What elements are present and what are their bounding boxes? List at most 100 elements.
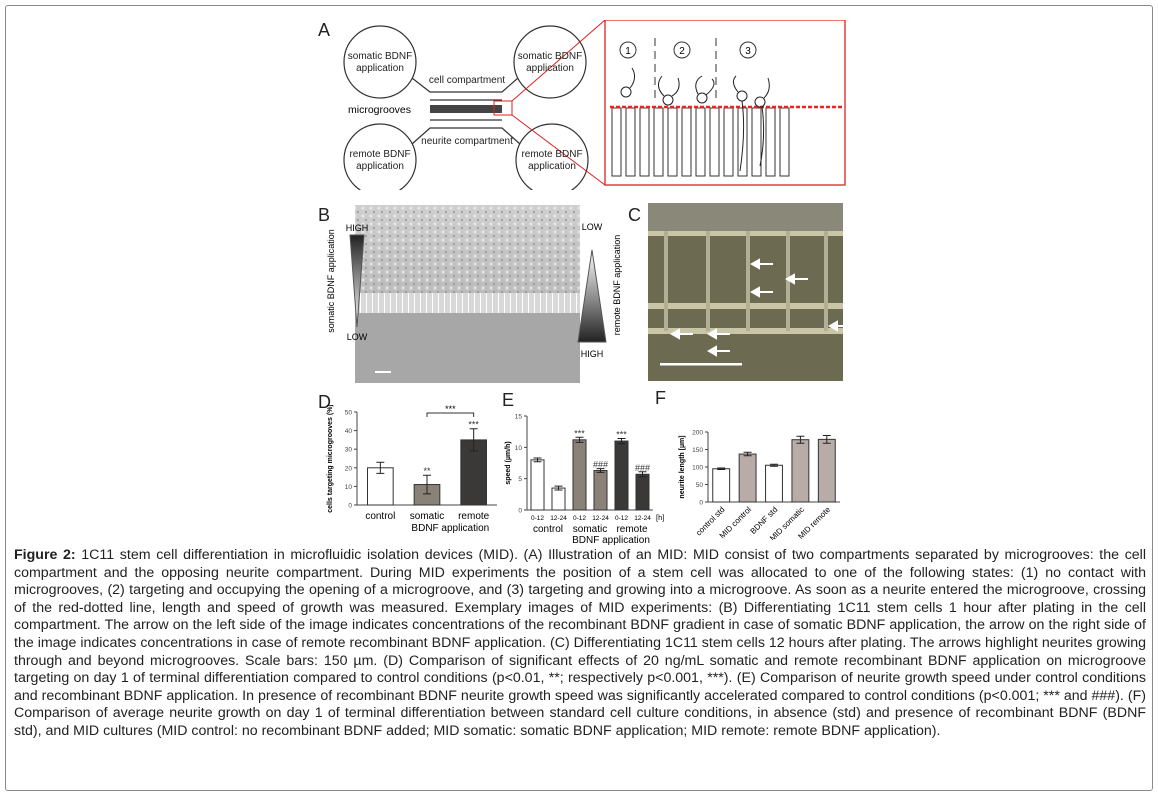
error-bar bbox=[469, 428, 478, 452]
error-bar bbox=[423, 474, 431, 495]
bar bbox=[738, 453, 757, 503]
significance-label: ### bbox=[593, 460, 608, 470]
svg-text:application: application bbox=[528, 161, 576, 172]
group-label: remote bbox=[616, 524, 648, 535]
y-tick-label: 150 bbox=[692, 447, 703, 454]
error-bar bbox=[554, 485, 563, 491]
y-tick-label: 30 bbox=[345, 447, 353, 454]
svg-text:HIGH: HIGH bbox=[346, 223, 369, 233]
y-axis-label: neurite length [µm] bbox=[679, 435, 686, 498]
y-tick-label: 0 bbox=[699, 500, 703, 507]
y-tick-label: 20 bbox=[345, 465, 353, 472]
svg-text:somatic BDNF application: somatic BDNF application bbox=[326, 229, 336, 333]
svg-text:remote BDNF: remote BDNF bbox=[349, 149, 410, 160]
significance-label: *** bbox=[616, 430, 627, 440]
x-tick-label: 12-24 bbox=[592, 515, 609, 522]
panel-b-image: HIGH LOW LOW HIGH somatic BDNF applicati… bbox=[326, 205, 622, 383]
svg-text:HIGH: HIGH bbox=[581, 349, 604, 359]
x-tick-label: somatic bbox=[410, 511, 444, 522]
svg-text:remote BDNF application: remote BDNF application bbox=[612, 235, 622, 336]
error-bar bbox=[743, 451, 752, 457]
bracket-label: *** bbox=[445, 405, 456, 414]
y-tick-label: 200 bbox=[692, 430, 703, 437]
bar bbox=[712, 468, 731, 503]
state-3: 3 bbox=[745, 46, 751, 57]
panel-label-b: B bbox=[318, 205, 331, 225]
bar bbox=[765, 464, 783, 503]
scale-bar bbox=[660, 363, 742, 366]
error-bar bbox=[575, 436, 584, 443]
y-tick-label: 15 bbox=[515, 414, 523, 421]
x-tick-label: control bbox=[365, 511, 395, 522]
cell-compartment-label: cell compartment bbox=[429, 75, 505, 86]
x-tick-label: remote bbox=[458, 511, 490, 522]
group-label: BDNF application bbox=[572, 535, 650, 545]
figure-caption: Figure 2: 1C11 stem cell differentiation… bbox=[14, 547, 1146, 741]
bar bbox=[791, 439, 810, 503]
bar bbox=[635, 473, 650, 511]
panel-label-f: F bbox=[655, 388, 666, 408]
significance-label: *** bbox=[574, 428, 585, 438]
y-tick-label: 5 bbox=[518, 476, 522, 483]
bar bbox=[530, 459, 545, 511]
svg-text:LOW: LOW bbox=[582, 222, 603, 232]
neurite-compartment-label: neurite compartment bbox=[421, 136, 513, 147]
svg-text:remote BDNF: remote BDNF bbox=[521, 149, 582, 160]
y-tick-label: 10 bbox=[515, 445, 523, 452]
y-axis-label: cells targeting microgrooves (%) bbox=[327, 405, 334, 513]
svg-text:LOW: LOW bbox=[347, 332, 368, 342]
reservoir-circle bbox=[343, 123, 417, 190]
x-tick-label: 12-24 bbox=[634, 515, 651, 522]
error-bar bbox=[822, 435, 831, 444]
bar bbox=[817, 438, 836, 503]
unit-label: [h] bbox=[656, 513, 664, 522]
significance-label: *** bbox=[468, 420, 479, 430]
panel-label-d: D bbox=[318, 392, 331, 412]
error-bar bbox=[717, 467, 726, 470]
error-bar bbox=[796, 435, 805, 444]
svg-text:application: application bbox=[356, 161, 404, 172]
svg-text:somatic BDNF: somatic BDNF bbox=[518, 51, 582, 62]
zoom-box bbox=[493, 100, 513, 116]
reservoir-circle bbox=[513, 25, 587, 99]
y-tick-label: 0 bbox=[518, 508, 522, 515]
reservoir-circle bbox=[515, 123, 589, 190]
y-tick-label: 40 bbox=[345, 428, 353, 435]
bar bbox=[572, 439, 587, 511]
bar bbox=[367, 467, 394, 506]
y-axis-label: speed (µm/h) bbox=[505, 441, 512, 484]
bar bbox=[614, 440, 629, 511]
svg-text:application: application bbox=[526, 63, 574, 74]
panel-label-e: E bbox=[502, 390, 515, 410]
figure-frame bbox=[5, 5, 1153, 791]
group-label: somatic bbox=[573, 524, 607, 535]
group-label: control bbox=[533, 524, 563, 535]
svg-text:somatic BDNF: somatic BDNF bbox=[348, 51, 412, 62]
x-tick-label: 0-12 bbox=[573, 515, 586, 522]
y-tick-label: 50 bbox=[345, 410, 353, 417]
panel-label-a: A bbox=[318, 20, 331, 40]
y-tick-label: 10 bbox=[345, 484, 353, 491]
panel-c-image bbox=[648, 203, 843, 381]
microgrooves-label: microgrooves bbox=[348, 104, 411, 116]
microgroove-array bbox=[430, 105, 502, 113]
error-bar bbox=[617, 438, 626, 445]
significance-label: ### bbox=[635, 463, 650, 473]
error-bar bbox=[533, 457, 542, 463]
x-tick-label: 0-12 bbox=[531, 515, 544, 522]
group-label: BDNF application bbox=[411, 523, 489, 534]
significance-label: ** bbox=[423, 466, 431, 476]
panel-label-c: C bbox=[628, 205, 641, 225]
error-bar bbox=[638, 471, 647, 478]
error-bar bbox=[596, 468, 605, 473]
y-tick-label: 0 bbox=[348, 503, 352, 510]
x-tick-label: 0-12 bbox=[615, 515, 628, 522]
chart-d: 0 10 20 30 40 50 cells targeting microgrooves … bbox=[327, 405, 497, 534]
y-tick-label: 100 bbox=[692, 465, 703, 472]
error-bar bbox=[376, 461, 385, 474]
bar bbox=[551, 487, 566, 511]
chart-e: 0 5 10 15 speed (µm/h) 0-12 12-24 *** 0-12 ### 12-… bbox=[505, 414, 664, 546]
x-tick-label: 12-24 bbox=[550, 515, 567, 522]
